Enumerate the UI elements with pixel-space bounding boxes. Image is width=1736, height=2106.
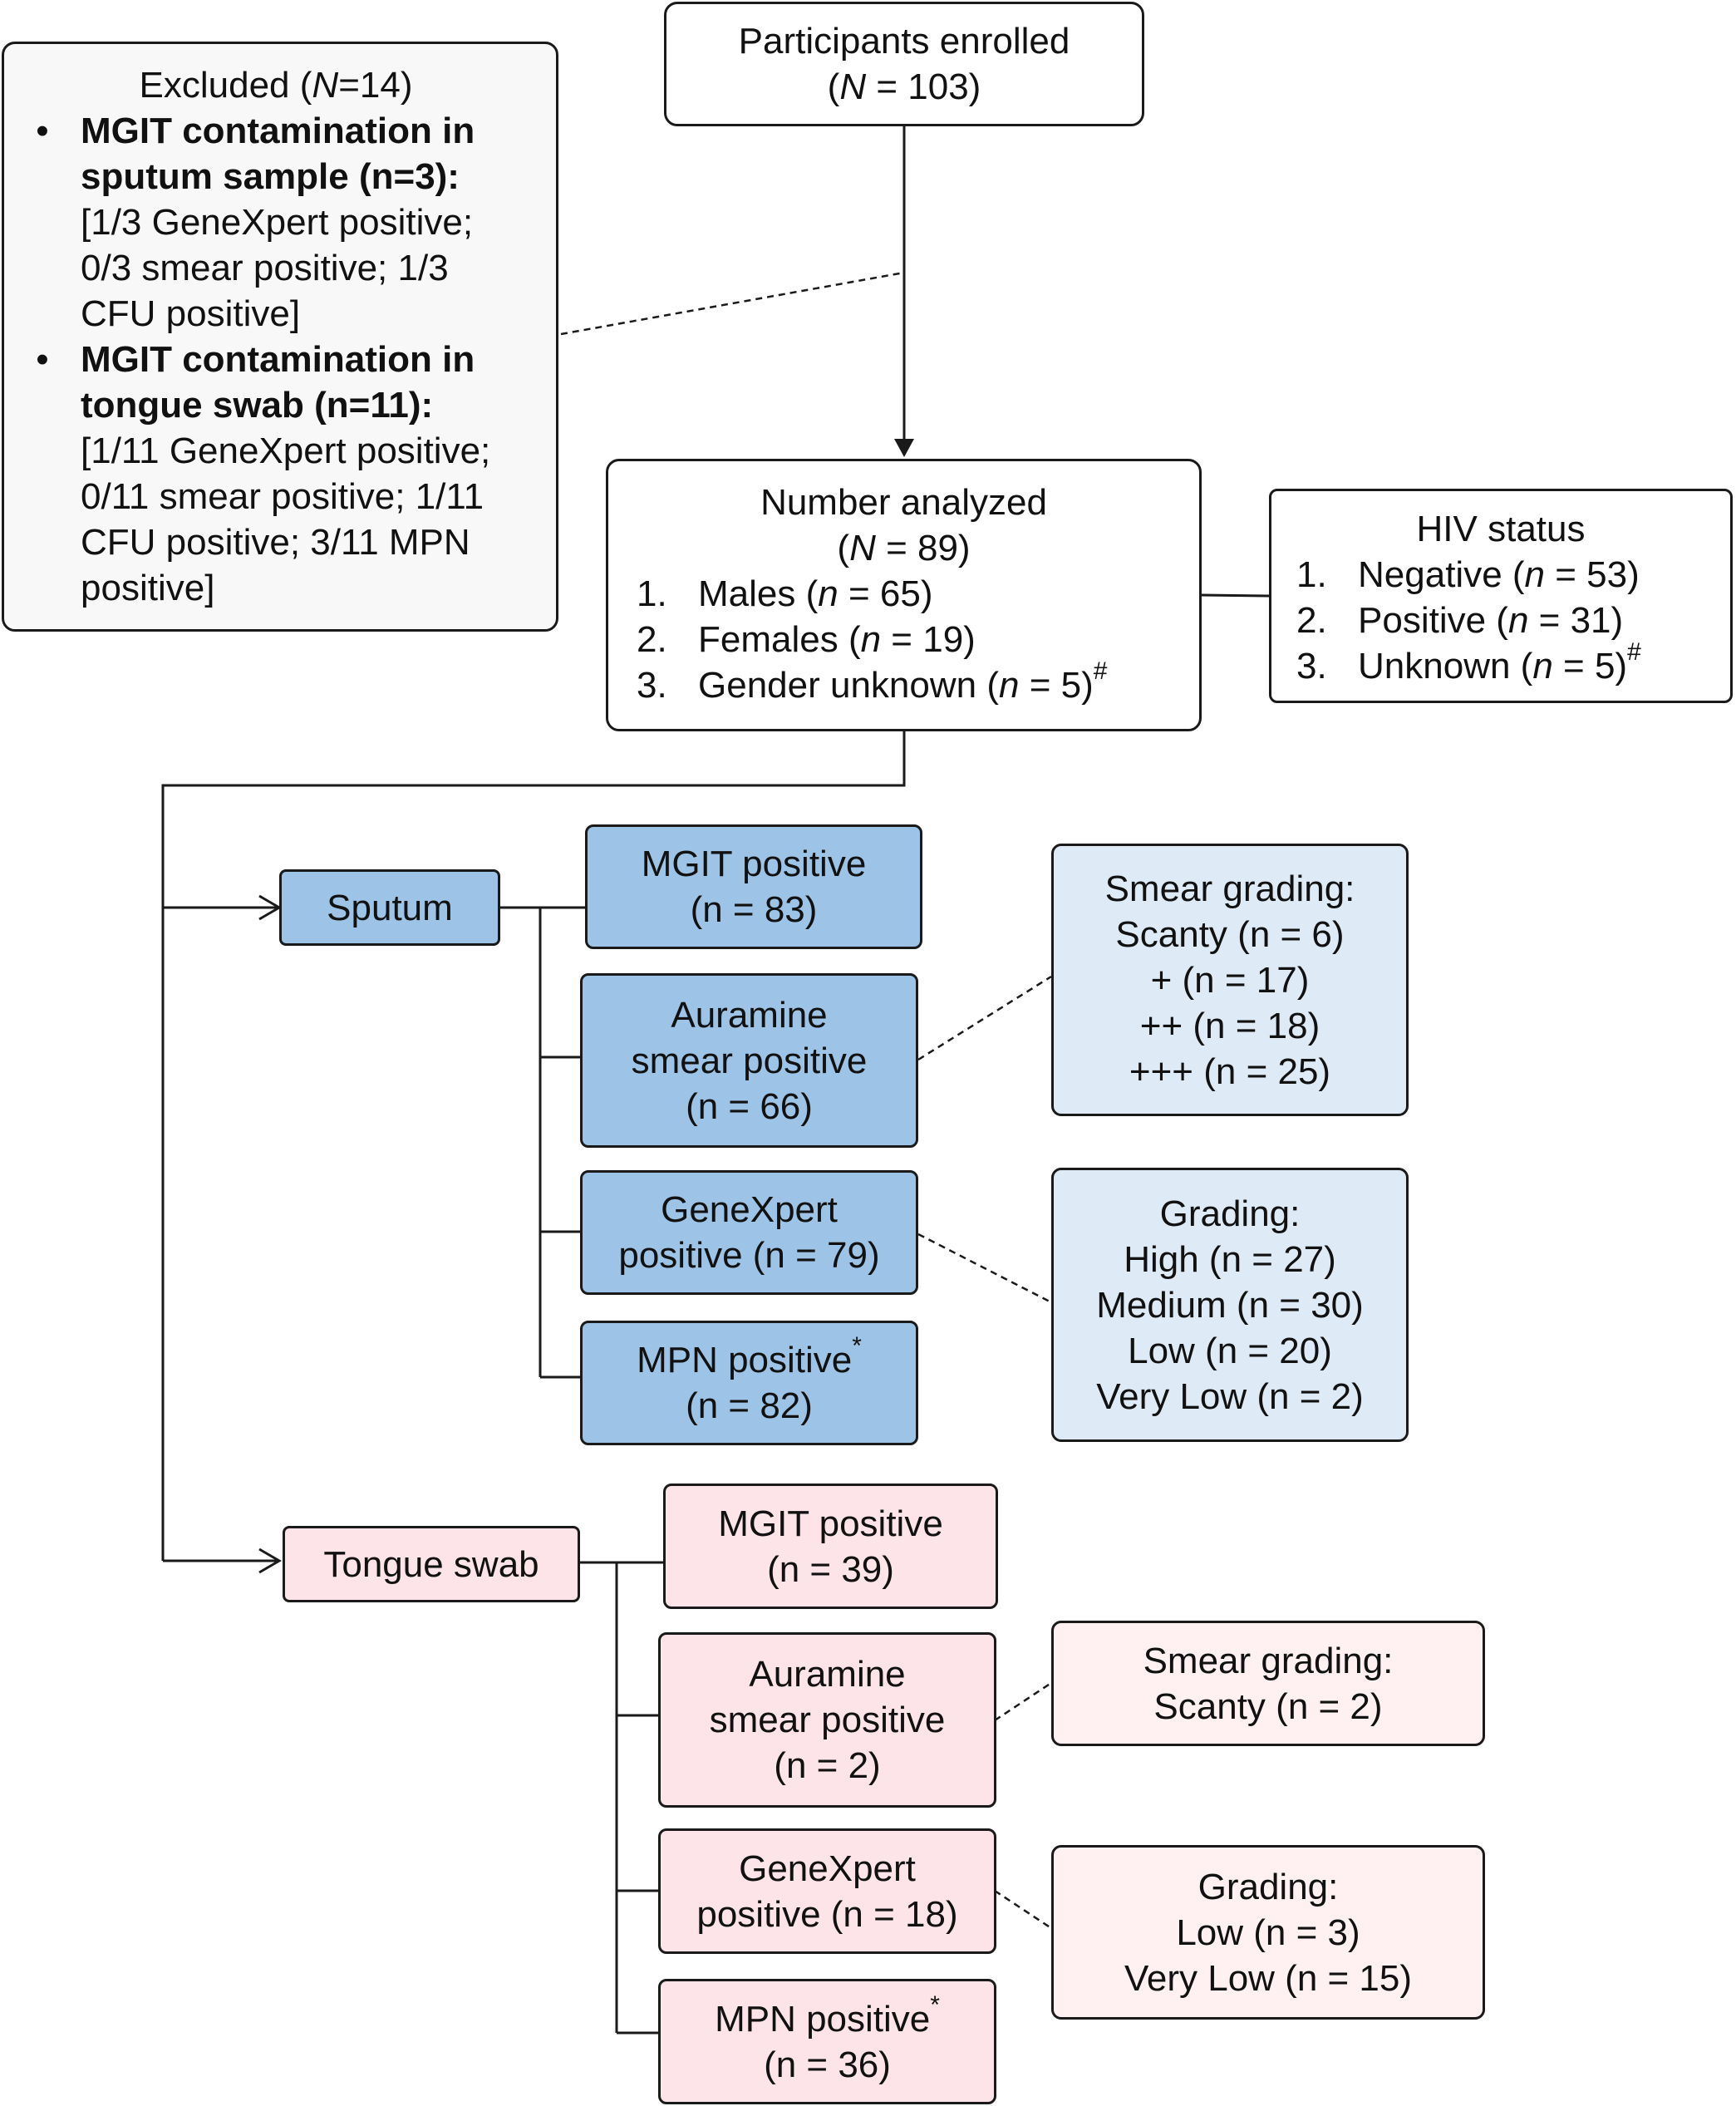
tongue-gx-grading-dashed <box>994 1889 1052 1930</box>
list-item: 3. Gender unknown (n = 5)# <box>637 657 1108 706</box>
analyzed-branch-line <box>161 731 906 1561</box>
excluded-title: Excluded (N=14) <box>139 65 413 106</box>
tongue-swab-box: Tongue swab <box>283 1526 580 1602</box>
hiv-status-box: HIV status 1. Negative (n = 53) 2. Posit… <box>1269 489 1733 703</box>
hiv-title: HIV status <box>1416 509 1586 549</box>
list-item: 3. Unknown (n = 5)# <box>1296 638 1641 686</box>
excluded-dashed-line <box>560 271 905 336</box>
enrolled-count: (N = 103) <box>827 66 981 107</box>
enrolled-title: Participants enrolled <box>738 21 1070 62</box>
tongue-smear-box: Auramine smear positive (n = 2) <box>658 1632 996 1808</box>
list-item: 2. Positive (n = 31) <box>1296 600 1624 641</box>
excluded-item-sputum: • MGIT contamination in sputum sample (n… <box>4 108 548 337</box>
list-item: 2. Females (n = 19) <box>637 619 976 660</box>
tongue-mgit-box: MGIT positive (n = 39) <box>663 1484 998 1609</box>
tongue-genexpert-box: GeneXpert positive (n = 18) <box>658 1828 996 1954</box>
sputum-smear-box: Auramine smear positive (n = 66) <box>580 973 918 1148</box>
tongue-mpn-box: MPN positive* (n = 36) <box>658 1979 996 2104</box>
sputum-mgit-box: MGIT positive (n = 83) <box>585 824 922 949</box>
tongue-gx-grading-box: Grading: Low (n = 3) Very Low (n = 15) <box>1051 1845 1485 2020</box>
hiv-list: 1. Negative (n = 53) 2. Positive (n = 31… <box>1271 552 1730 689</box>
sputum-genexpert-box: GeneXpert positive (n = 79) <box>580 1170 918 1295</box>
enrolled-box: Participants enrolled (N = 103) <box>664 2 1144 126</box>
excluded-box: Excluded (N=14) • MGIT contamination in … <box>2 42 558 632</box>
to-tongue-arrowhead <box>258 1548 282 1574</box>
analyzed-count: (N = 89) <box>837 528 971 568</box>
tongue-smear-grading-box: Smear grading: Scanty (n = 2) <box>1051 1621 1485 1746</box>
sputum-gx-grading-box: Grading: High (n = 27) Medium (n = 30) L… <box>1051 1168 1409 1442</box>
analyzed-to-hiv-line <box>1201 593 1270 598</box>
sputum-smear-grading-dashed <box>917 975 1052 1061</box>
bullet-icon: • <box>36 111 49 151</box>
analyzed-box: Number analyzed (N = 89) 1. Males (n = 6… <box>606 459 1202 731</box>
list-item: 1. Males (n = 65) <box>637 573 933 614</box>
tongue-smear-grading-dashed <box>994 1681 1052 1722</box>
sputum-box: Sputum <box>279 869 500 946</box>
sputum-gx-grading-dashed <box>917 1233 1052 1304</box>
analyzed-title: Number analyzed <box>760 482 1047 523</box>
sputum-smear-grading-box: Smear grading: Scanty (n = 6) + (n = 17)… <box>1051 844 1409 1116</box>
enrolled-to-analyzed-arrowhead <box>894 439 914 457</box>
list-item: 1. Negative (n = 53) <box>1296 554 1640 595</box>
sputum-mpn-box: MPN positive* (n = 82) <box>580 1321 918 1445</box>
excluded-item-tongue: • MGIT contamination in tongue swab (n=1… <box>4 337 548 611</box>
bullet-icon: • <box>36 339 49 380</box>
analyzed-list: 1. Males (n = 65) 2. Females (n = 19) 3.… <box>608 571 1199 708</box>
